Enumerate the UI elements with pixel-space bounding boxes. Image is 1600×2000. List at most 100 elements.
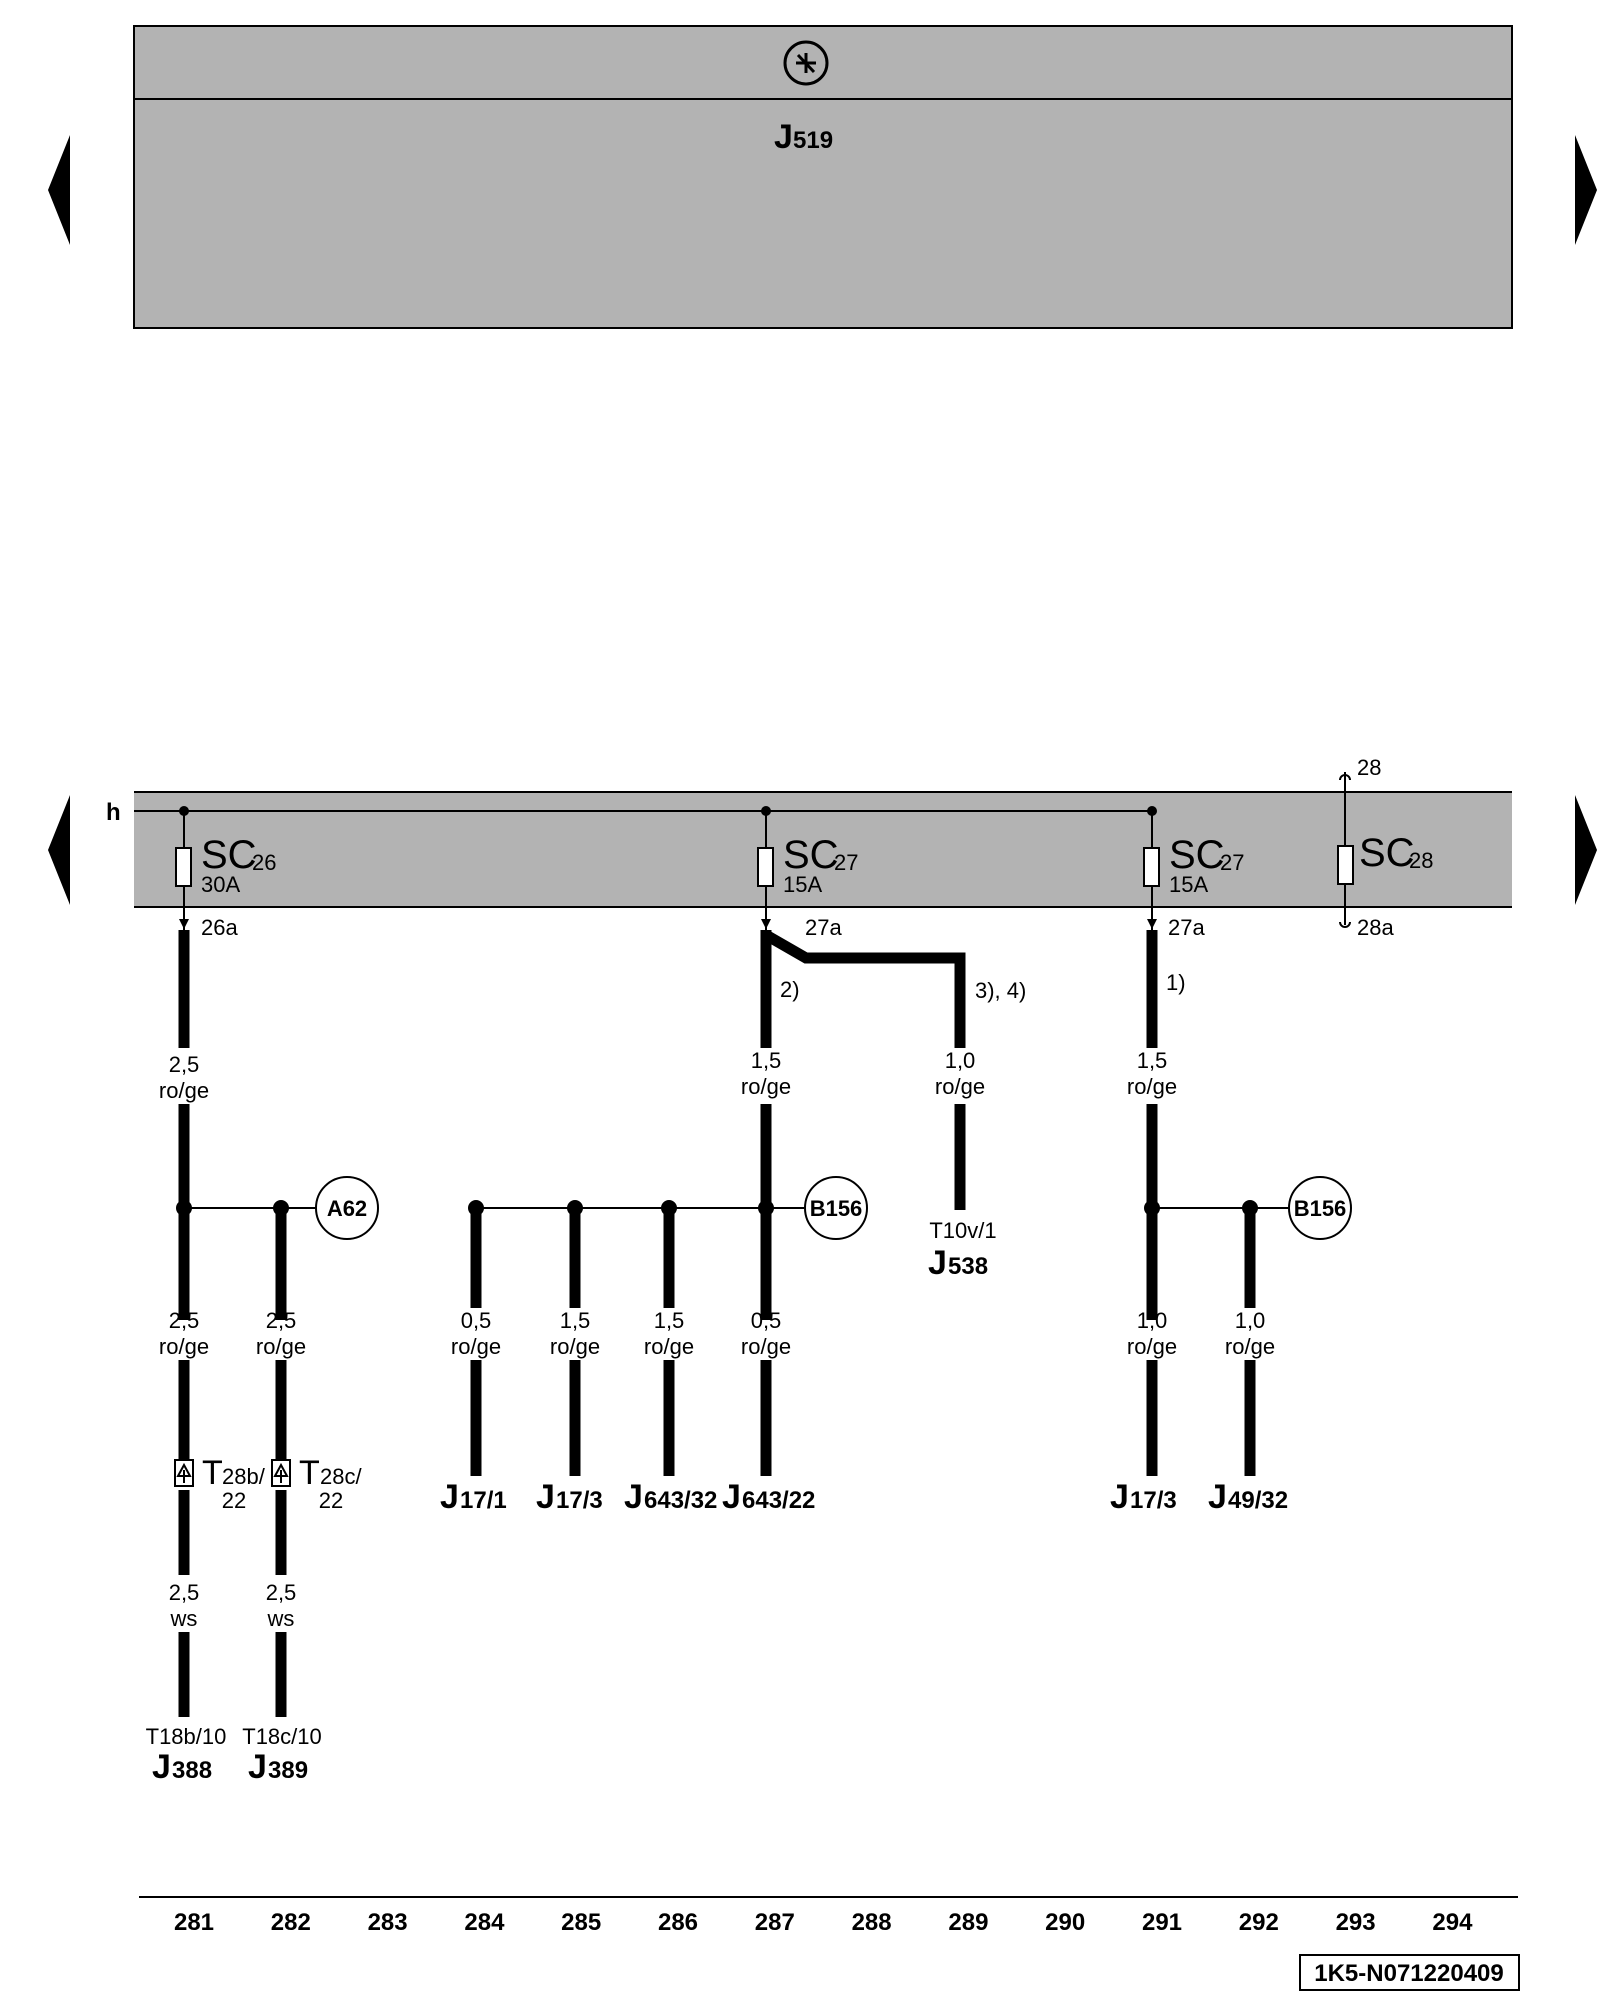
wire-label-color: ro/ge — [741, 1334, 791, 1359]
node-b156-right: B156 — [1288, 1176, 1352, 1240]
terminal-j538: T10v/1 J 538 — [928, 1218, 997, 1282]
terminal-sub: 388 — [172, 1757, 212, 1784]
terminal-pin: T10v/1 — [929, 1218, 996, 1243]
fuse-sc27a-out: 27a — [805, 915, 842, 940]
fuse-sc28-name: SC — [1359, 831, 1415, 875]
node-b156-right-label: B156 — [1294, 1196, 1347, 1221]
wire-label-size: 1,5 — [751, 1048, 782, 1073]
terminal-j17-3-b: J 17/3 — [1110, 1478, 1177, 1516]
terminal-sub: 17/1 — [460, 1487, 507, 1514]
wire-label-color: ro/ge — [550, 1334, 600, 1359]
wire-label-size: 1,0 — [1137, 1308, 1168, 1333]
fuse-sc28-out: 28a — [1357, 915, 1394, 940]
terminal-sub: 643/22 — [742, 1487, 815, 1514]
wire-branch-289 — [763, 930, 966, 1048]
footnote-2: 2) — [780, 977, 800, 1002]
previous-page-arrow-icon[interactable] — [48, 135, 70, 245]
wire-label-color: ws — [170, 1606, 198, 1631]
terminal-sub: 49/32 — [1228, 1487, 1288, 1514]
terminal-sub: 538 — [948, 1253, 988, 1280]
terminal-name: J — [624, 1478, 643, 1516]
column-number: 284 — [464, 1909, 505, 1936]
terminal-name: J — [440, 1478, 459, 1516]
previous-section-arrow-icon[interactable] — [48, 795, 70, 905]
terminal-j643-22: J 643/22 — [722, 1478, 815, 1516]
terminal-name: J — [1110, 1478, 1129, 1516]
column-number: 287 — [755, 1909, 795, 1936]
wire-label-size: 2,5 — [266, 1580, 297, 1605]
terminal-pin: T18c/10 — [242, 1724, 322, 1749]
fuse-sc26-name: SC — [201, 833, 257, 877]
next-page-arrow-icon[interactable] — [1575, 135, 1597, 245]
footnote-1: 1) — [1166, 970, 1186, 995]
connector-28-label: 28 — [1357, 755, 1381, 780]
terminal-name: J — [536, 1478, 555, 1516]
wiring — [178, 930, 1256, 1717]
fuse-sc27-a: SC 27 15A 27a — [757, 806, 858, 940]
wire-label-color: ro/ge — [451, 1334, 501, 1359]
terminal-sub: 389 — [268, 1757, 308, 1784]
terminal-name: J — [152, 1748, 171, 1786]
wire-label-color: ro/ge — [935, 1074, 985, 1099]
wire-label-size: 1,0 — [1235, 1308, 1266, 1333]
wire-label-color: ro/ge — [741, 1074, 791, 1099]
column-number: 282 — [271, 1909, 311, 1936]
terminal-name: J — [1208, 1478, 1227, 1516]
wire-label-size: 2,5 — [169, 1308, 200, 1333]
fuse-sc28-num: 28 — [1409, 848, 1433, 873]
fuse-sc27a-num: 27 — [834, 850, 858, 875]
column-number: 288 — [852, 1909, 892, 1936]
document-code-label: 1K5-N071220409 — [1314, 1960, 1503, 1987]
terminal-sub: 17/3 — [556, 1487, 603, 1514]
node-a62: A62 — [315, 1176, 379, 1240]
fuse-sc27b-amp: 15A — [1169, 872, 1208, 897]
fuse-sc26: SC 26 30A 26a — [175, 806, 276, 940]
column-number: 291 — [1142, 1909, 1182, 1936]
junction-dots — [176, 1200, 1258, 1216]
fuse-panel: h — [106, 791, 1512, 908]
next-section-arrow-icon[interactable] — [1575, 795, 1597, 905]
wire-label-size: 0,5 — [461, 1308, 492, 1333]
fuse-sc26-num: 26 — [252, 850, 276, 875]
terminal-sub: 643/32 — [644, 1487, 717, 1514]
control-unit-j519: J 519 — [133, 25, 1513, 329]
connector-t28b: T 28b/ 22 — [174, 1454, 266, 1513]
component-j519-name: J — [774, 118, 793, 156]
fuse-sc28: 28 SC 28 28a — [1337, 755, 1433, 940]
terminal-j389: T18c/10 J 389 — [242, 1724, 322, 1786]
wire-label-size: 0,5 — [751, 1308, 782, 1333]
terminal-j643-32: J 643/32 — [624, 1478, 717, 1516]
wire-label-color: ro/ge — [1225, 1334, 1275, 1359]
column-number: 294 — [1432, 1909, 1473, 1936]
terminal-j17-3-a: J 17/3 — [536, 1478, 603, 1516]
wire-label-color: ro/ge — [256, 1334, 306, 1359]
wire-label-size: 2,5 — [266, 1308, 297, 1333]
wire-label-color: ro/ge — [1127, 1334, 1177, 1359]
component-j519-sub: 519 — [793, 127, 833, 154]
wire-label-size: 1,5 — [560, 1308, 591, 1333]
wire-labels: 2,5 ro/ge 1,5 ro/ge 1,0 ro/ge 1,5 ro/ge … — [159, 1048, 1275, 1631]
connector-t28b-id: 28b/ — [222, 1464, 266, 1489]
node-b156-left-label: B156 — [810, 1196, 863, 1221]
wire-label-color: ro/ge — [159, 1334, 209, 1359]
footnote-3-4: 3), 4) — [975, 978, 1026, 1003]
column-number: 290 — [1045, 1909, 1085, 1936]
transistor-symbol-icon — [783, 40, 829, 86]
wire-label-color: ro/ge — [159, 1078, 209, 1103]
rail-label-h: h — [106, 799, 121, 826]
terminal-name: J — [722, 1478, 741, 1516]
terminal-name: J — [248, 1748, 267, 1786]
connector-t28b-letter: T — [202, 1454, 223, 1492]
document-code: 1K5-N071220409 — [1299, 1954, 1520, 1991]
fuse-sc27b-num: 27 — [1220, 850, 1244, 875]
connector-t28c-id: 28c/ — [320, 1464, 362, 1489]
fuse-sc27a-amp: 15A — [783, 872, 822, 897]
wire-label-size: 1,5 — [1137, 1048, 1168, 1073]
node-b156-left: B156 — [804, 1176, 868, 1240]
terminal-j17-1: J 17/1 — [440, 1478, 507, 1516]
column-number: 289 — [948, 1909, 988, 1936]
terminals: J 17/1 J 17/3 J 643/32 J 643/22 J 17/3 J… — [146, 1218, 1288, 1786]
connector-t28b-pin: 22 — [222, 1488, 246, 1513]
fuse-sc26-amp: 30A — [201, 872, 240, 897]
